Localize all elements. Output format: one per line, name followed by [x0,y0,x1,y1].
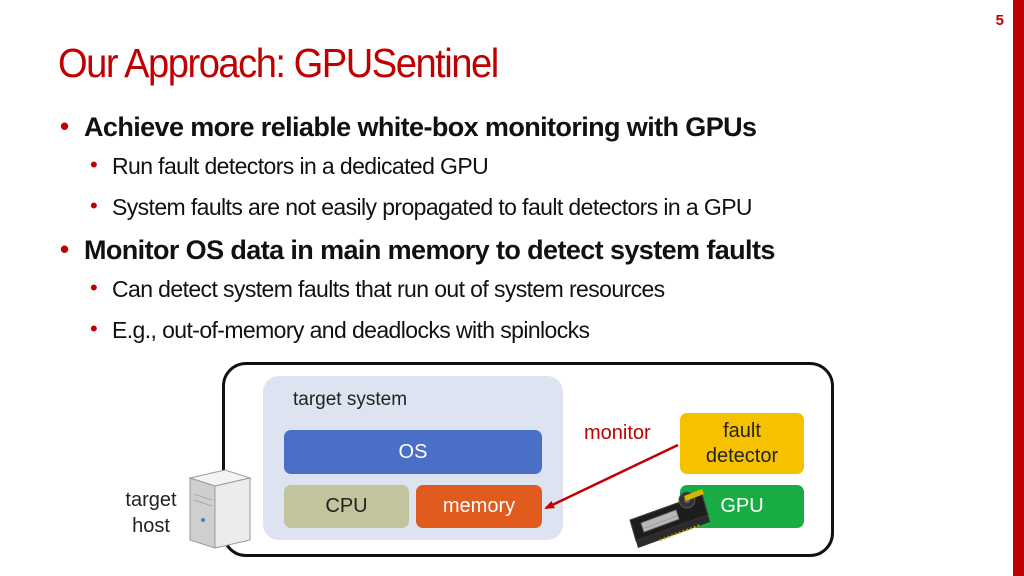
fault-detector-box: fault detector [680,413,804,474]
accent-bar [1013,0,1024,576]
sub-bullet-item: Can detect system faults that run out of… [60,275,775,317]
sub-bullet-item: Run fault detectors in a dedicated GPU [60,152,775,194]
memory-box: memory [416,485,542,528]
bullet-item: Monitor OS data in main memory to detect… [60,234,775,276]
page-number: 5 [995,12,1004,29]
memory-label: memory [442,495,516,517]
monitor-arrow [544,443,679,510]
fault-detector-label-line2: detector [705,444,779,467]
cpu-box: CPU [284,485,409,528]
server-tower-icon [188,469,252,549]
os-box: OS [284,430,542,474]
slide-title: Our Approach: GPUSentinel [58,40,499,86]
target-host-label-line2: host [132,515,170,537]
target-host-label-line1: target [125,489,177,511]
fault-detector-label: fault detector [706,419,778,469]
target-host-label: target host [106,487,196,539]
sub-bullet-item: E.g., out-of-memory and deadlocks with s… [60,316,775,358]
target-system-label: target system [293,389,408,410]
gpu-card-icon [629,489,710,548]
bullet-item: Achieve more reliable white-box monitori… [60,111,775,153]
sub-bullet-item: System faults are not easily propagated … [60,193,775,235]
bullet-list: Achieve more reliable white-box monitori… [60,111,775,358]
cpu-label: CPU [325,495,368,517]
monitor-label: monitor [584,422,651,444]
fault-detector-label-line1: fault [723,419,761,442]
os-label: OS [398,440,428,463]
gpu-label: GPU [720,495,764,517]
